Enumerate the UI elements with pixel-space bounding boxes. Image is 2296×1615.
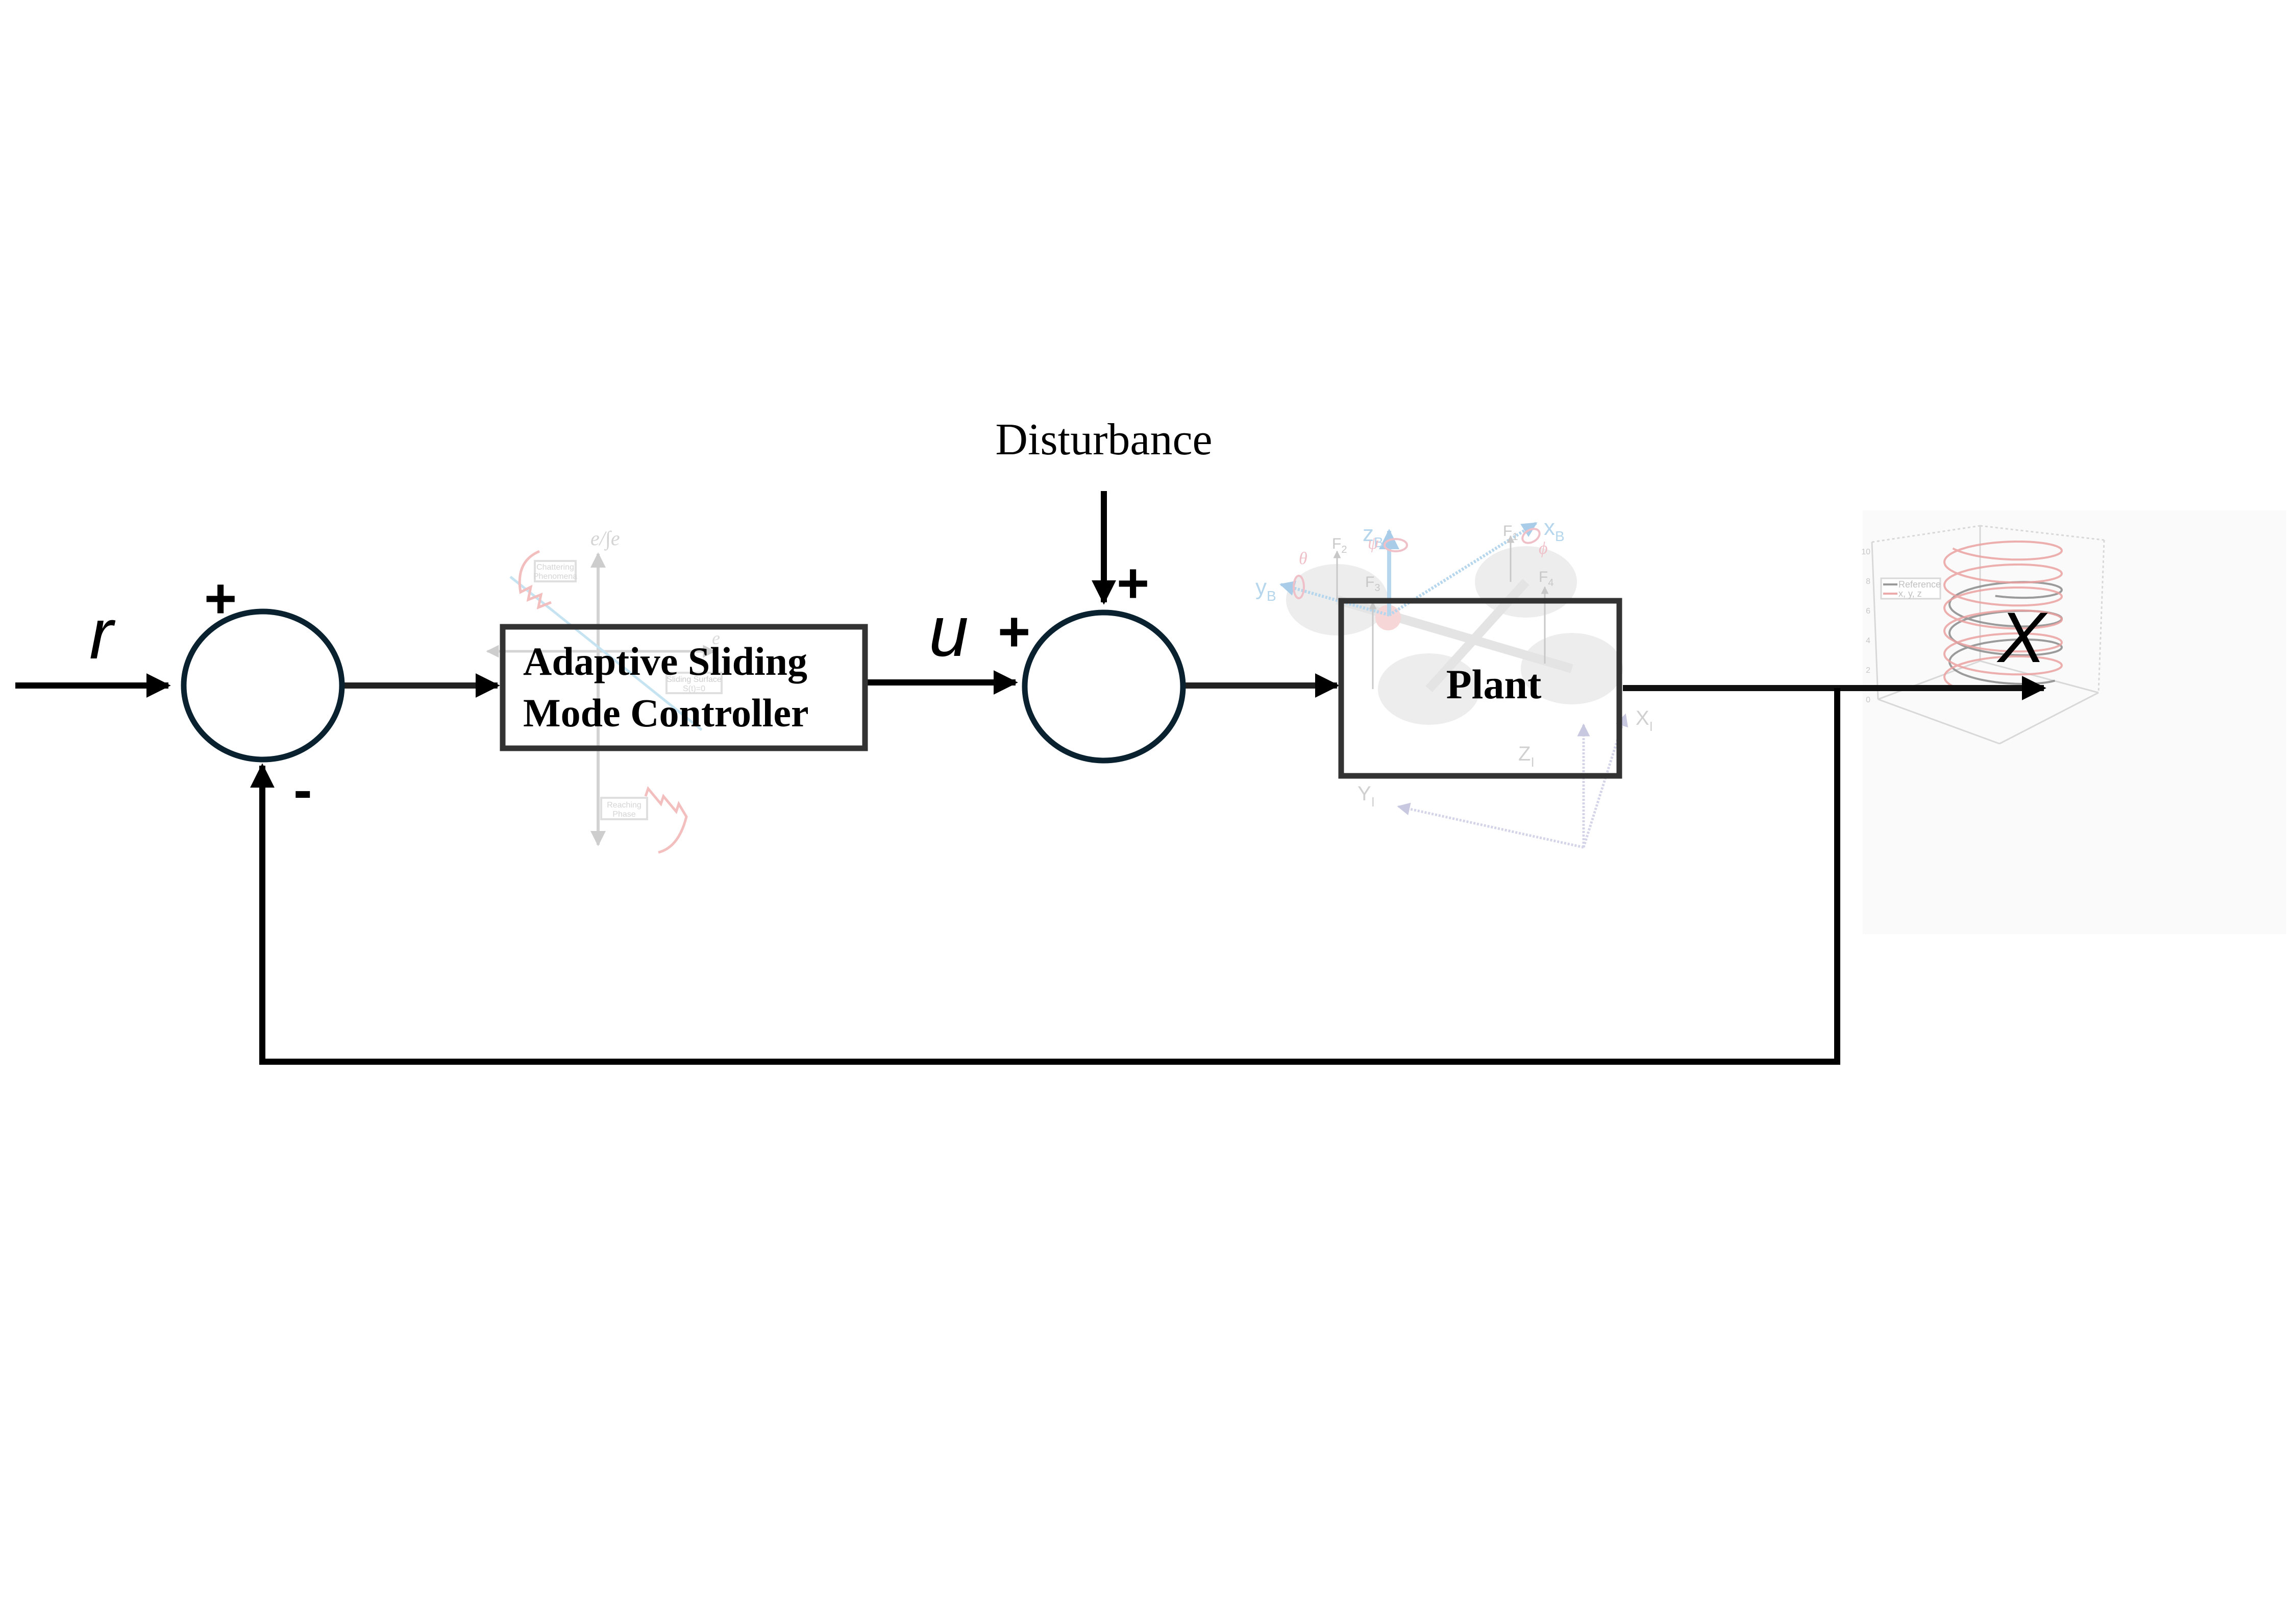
z-tick-label: 0: [1866, 696, 1870, 704]
force-f1-label: F: [1503, 523, 1512, 540]
svg-text:F1: F1: [1503, 523, 1518, 543]
plant-label: Plant: [1446, 661, 1542, 707]
callout-sliding-surface: Sliding Surface S(t)=0: [665, 672, 723, 694]
svg-text:XI: XI: [1636, 707, 1653, 734]
svg-text:Reaching: Reaching: [607, 801, 641, 810]
svg-text:Phase: Phase: [612, 810, 635, 819]
helix-plot-illustration: 0 2 4 6 8 10 Reference x, y, z: [1861, 510, 2286, 934]
signal-wires: [15, 491, 2046, 1065]
wire-feedback: [250, 688, 1840, 1065]
sign-plus-error-top: +: [204, 567, 237, 630]
helix-z-tick-labels: 0 2 4 6 8 10: [1861, 548, 1870, 704]
signal-label-r: r: [89, 594, 116, 674]
callout-reaching-phase: Reaching Phase: [600, 797, 648, 820]
svg-text:F2: F2: [1332, 535, 1347, 555]
body-y-label: y: [1255, 575, 1267, 600]
actual-helix: [1943, 541, 2063, 688]
signal-label-x: X: [1996, 597, 2048, 677]
callout-chattering: Chattering Phenomena: [533, 560, 577, 582]
body-y-axis: [1279, 580, 1390, 617]
svg-text:yB: yB: [1255, 575, 1276, 604]
force-f2-label: F: [1332, 535, 1341, 552]
svg-text:xB: xB: [1544, 515, 1565, 544]
angle-phi-label: ϕ: [1539, 539, 1548, 558]
svg-text:ZI: ZI: [1518, 743, 1535, 770]
summing-junction-error[interactable]: [181, 608, 345, 763]
body-x-label: x: [1544, 515, 1555, 540]
svg-text:zB: zB: [1363, 521, 1384, 550]
svg-text:Phenomena: Phenomena: [533, 572, 577, 581]
svg-text:F4: F4: [1539, 569, 1553, 589]
chattering-trajectory: [518, 550, 552, 610]
body-z-label: z: [1363, 521, 1374, 546]
inertial-z-label: Z: [1518, 743, 1530, 765]
sign-plus-u: +: [998, 600, 1030, 663]
reaching-trajectory: [644, 786, 688, 854]
svg-text:S(t)=0: S(t)=0: [683, 684, 705, 693]
svg-text:Chattering: Chattering: [536, 563, 574, 572]
helix-curves: [1943, 541, 2063, 688]
z-tick-label: 4: [1866, 637, 1870, 645]
z-tick-label: 10: [1861, 548, 1870, 556]
force-f4-label: F: [1539, 569, 1548, 585]
controller-label-line1: Adaptive Sliding: [523, 639, 807, 683]
svg-text:YI: YI: [1357, 782, 1375, 810]
sign-plus-disturbance: +: [1117, 552, 1149, 615]
z-tick-label: 2: [1866, 666, 1870, 675]
legend-actual: x, y, z: [1898, 589, 1922, 599]
angle-theta-label: θ: [1299, 549, 1307, 568]
controller-label-line2: Mode Controller: [523, 691, 809, 735]
z-tick-label: 6: [1866, 607, 1870, 616]
sliding-mode-illustration: e/∫e e Chattering Phenomena Sliding Surf…: [486, 527, 723, 854]
inertial-x-label: X: [1636, 707, 1649, 729]
helix-legend: Reference x, y, z: [1880, 577, 1941, 600]
svg-text:F3: F3: [1365, 574, 1380, 594]
force-f3-label: F: [1365, 574, 1374, 591]
phase-y-axis-label: e/∫e: [590, 527, 620, 551]
controller-block[interactable]: Adaptive Sliding Mode Controller: [500, 624, 868, 751]
svg-text:Sliding Surface: Sliding Surface: [666, 675, 722, 684]
legend-reference: Reference: [1898, 579, 1941, 590]
inertial-y-axis: [1397, 802, 1584, 849]
summing-junction-disturbance[interactable]: [1022, 609, 1186, 764]
disturbance-label: Disturbance: [995, 415, 1212, 464]
inertial-y-label: Y: [1357, 782, 1371, 805]
plant-block[interactable]: Plant: [1338, 598, 1622, 779]
signal-label-u: u: [929, 591, 969, 671]
phase-x-axis-label: e: [712, 628, 720, 648]
sign-minus-feedback: -: [293, 758, 312, 821]
sliding-surface-line: [509, 576, 703, 731]
angle-psi-label: ψ: [1368, 534, 1379, 553]
z-tick-label: 8: [1866, 577, 1870, 586]
